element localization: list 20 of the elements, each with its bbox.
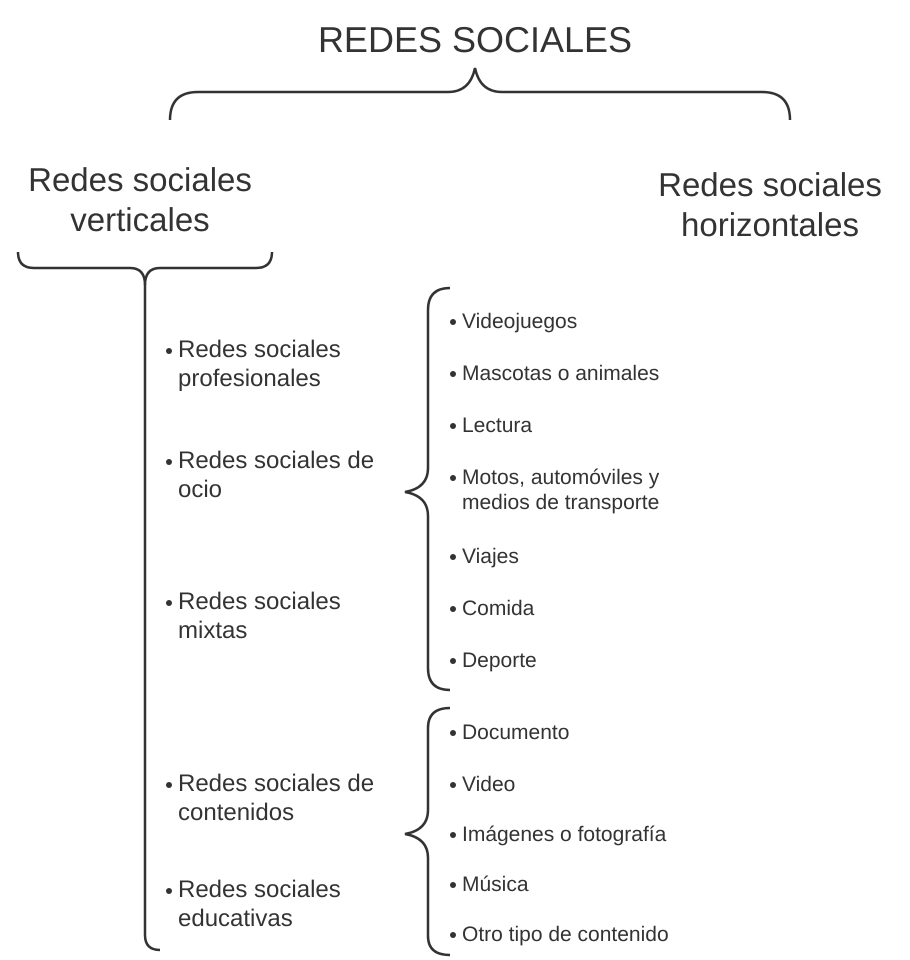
list-item: Redes sociales de contenidos bbox=[178, 770, 376, 828]
list-item: Mascotas o animales bbox=[462, 361, 660, 386]
list-item: Documento bbox=[462, 720, 570, 746]
list-item: Imágenes o fotografía bbox=[462, 822, 668, 848]
list-item: Comida bbox=[462, 596, 536, 622]
list-item: Videojuegos bbox=[462, 309, 578, 334]
list-item: Música bbox=[462, 872, 530, 898]
category-heading: Redes sociales horizontales bbox=[657, 165, 883, 244]
list-item: Video bbox=[462, 772, 516, 798]
list-item: Deporte bbox=[462, 648, 538, 674]
list-item: Redes sociales de ocio bbox=[178, 447, 376, 505]
list-item: Redes sociales educativas bbox=[178, 876, 342, 934]
list-item: Motos, automóviles y medios de transporte bbox=[462, 465, 660, 516]
list-item: Redes sociales mixtas bbox=[178, 588, 342, 646]
category-heading: Redes sociales verticales bbox=[27, 160, 253, 240]
list-item: Lectura bbox=[462, 413, 534, 438]
diagram-title: REDES SOCIALES bbox=[316, 18, 634, 62]
list-item: Viajes bbox=[462, 544, 520, 570]
list-item: Redes sociales profesionales bbox=[178, 336, 342, 394]
list-item: Otro tipo de contenido bbox=[462, 922, 670, 948]
